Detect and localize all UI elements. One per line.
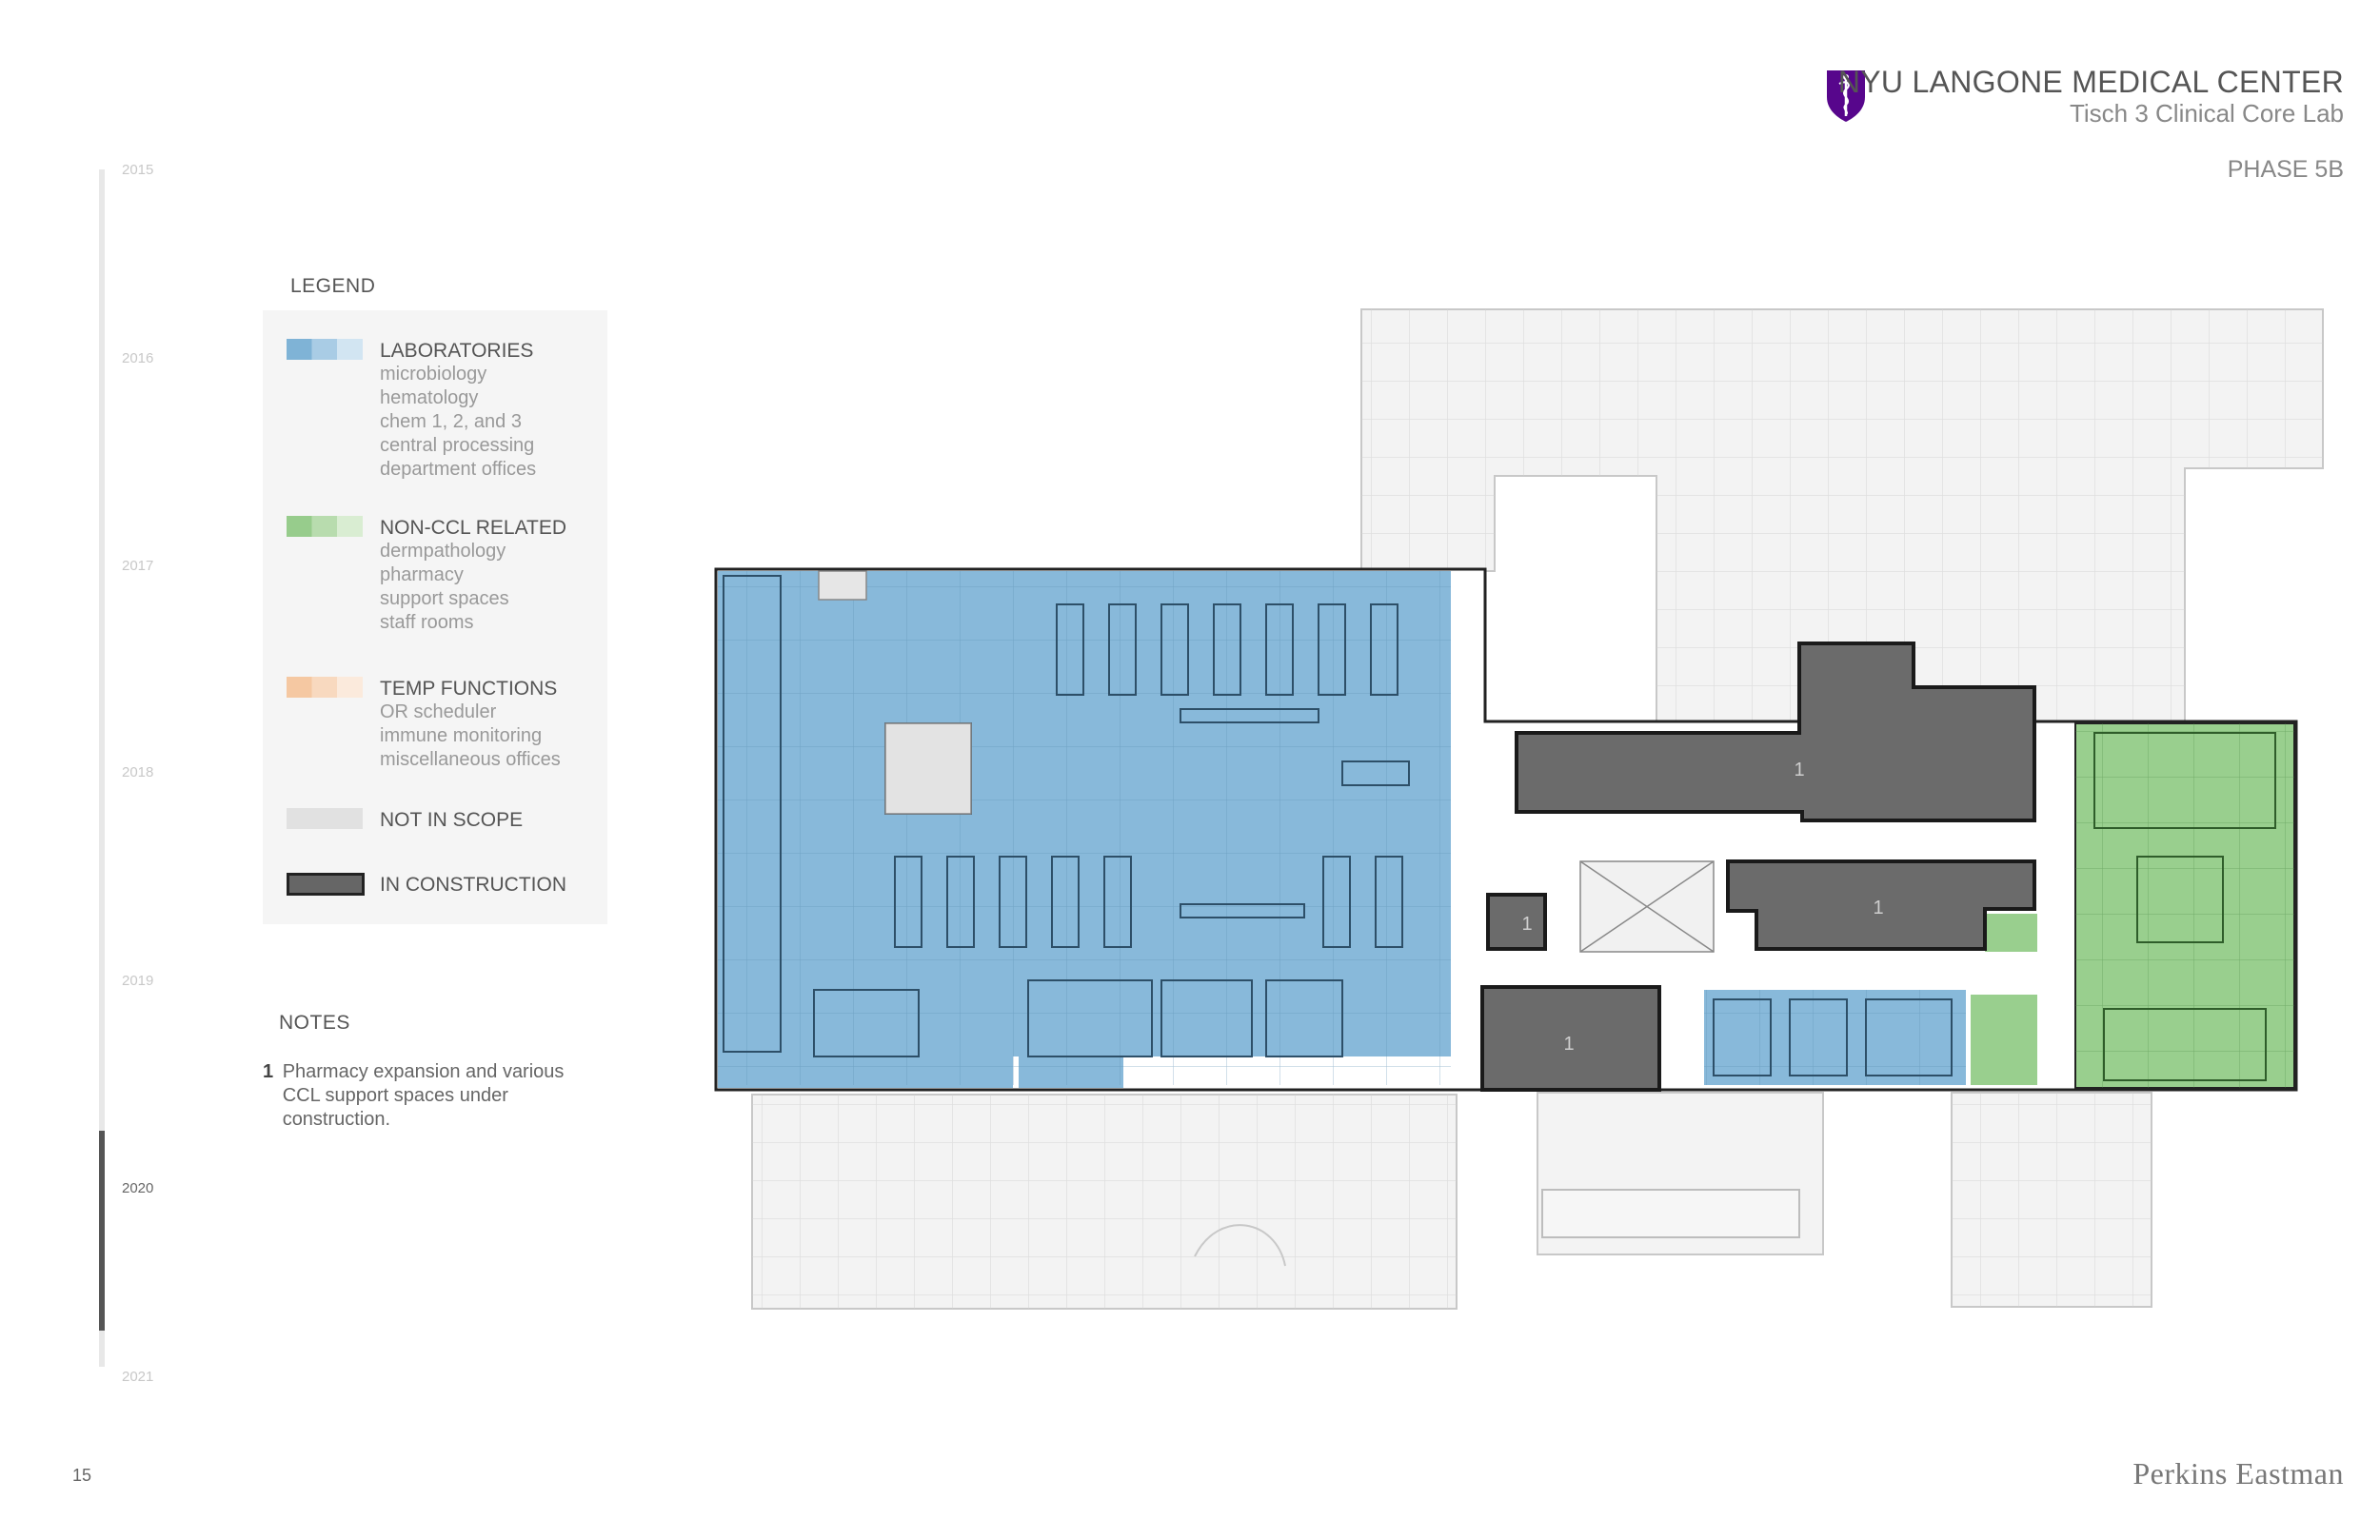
non-ccl-zone <box>1971 722 2295 1089</box>
note-item: 1 Pharmacy expansion and various CCL sup… <box>263 1060 605 1132</box>
organization-title: NYU LANGONE MEDICAL CENTER <box>1837 65 2344 99</box>
legend-laboratories-label: LABORATORIES <box>380 340 534 362</box>
legend-item: immune monitoring <box>380 725 543 746</box>
note-number: 1 <box>263 1061 274 1082</box>
timeline-track <box>99 169 105 1367</box>
in-construction-swatch <box>287 873 365 896</box>
laboratories-swatch <box>287 339 363 360</box>
legend-title: LEGEND <box>290 275 376 297</box>
construction-tags: 1 1 1 1 <box>1521 760 1883 1055</box>
timeline-year-2016: 2016 <box>122 350 154 366</box>
timeline-year-2020: 2020 <box>122 1180 154 1196</box>
legend-item: microbiology <box>380 364 487 385</box>
context-building <box>751 308 2324 1310</box>
legend-item: chem 1, 2, and 3 <box>380 411 522 432</box>
timeline-year-2018: 2018 <box>122 764 154 780</box>
legend-item: miscellaneous offices <box>380 749 561 770</box>
legend-item: department offices <box>380 459 537 480</box>
legend-item: hematology <box>380 387 479 408</box>
phase-label: PHASE 5B <box>2227 156 2344 183</box>
legend-temp-functions-items: OR scheduler immune monitoring miscellan… <box>380 701 561 772</box>
corridor-elements <box>884 722 1715 953</box>
floor-plan: 1 1 1 1 <box>714 308 2324 1310</box>
legend-non-ccl-label: NON-CCL RELATED <box>380 517 567 539</box>
in-construction-zone <box>1480 642 2036 1092</box>
timeline-year-2017: 2017 <box>122 558 154 574</box>
legend-item: OR scheduler <box>380 701 497 722</box>
legend-in-construction-label: IN CONSTRUCTION <box>380 874 566 896</box>
note-text: Pharmacy expansion and various CCL suppo… <box>282 1061 565 1130</box>
non-ccl-swatch <box>287 516 363 537</box>
legend-not-in-scope-label: NOT IN SCOPE <box>380 809 524 831</box>
timeline-year-2019: 2019 <box>122 973 154 989</box>
construction-tag: 1 <box>1794 760 1804 780</box>
caduceus-shield-icon <box>1827 70 1865 122</box>
legend-item: dermpathology <box>380 541 506 562</box>
project-subtitle: Tisch 3 Clinical Core Lab <box>2069 99 2344 128</box>
legend-temp-functions-label: TEMP FUNCTIONS <box>380 678 558 700</box>
not-in-scope-swatch <box>287 808 363 829</box>
temp-functions-swatch <box>287 677 363 698</box>
legend-item: central processing <box>380 435 535 456</box>
legend-non-ccl-items: dermpathology pharmacy support spaces st… <box>380 540 509 635</box>
page-number: 15 <box>72 1466 92 1485</box>
construction-tag: 1 <box>1873 898 1883 918</box>
notes-title: NOTES <box>279 1012 350 1034</box>
timeline-year-2015: 2015 <box>122 162 154 178</box>
legend-item: staff rooms <box>380 612 474 633</box>
legend-item: pharmacy <box>380 564 464 585</box>
construction-tag: 1 <box>1521 914 1532 935</box>
construction-tag: 1 <box>1563 1034 1574 1055</box>
legend-item: support spaces <box>380 588 509 609</box>
laboratories-zone <box>718 570 1966 1088</box>
legend-laboratories-items: microbiology hematology chem 1, 2, and 3… <box>380 363 536 482</box>
timeline-progress <box>99 1131 105 1331</box>
firm-logotype: Perkins Eastman <box>2132 1456 2344 1491</box>
timeline-year-2021: 2021 <box>122 1369 154 1385</box>
